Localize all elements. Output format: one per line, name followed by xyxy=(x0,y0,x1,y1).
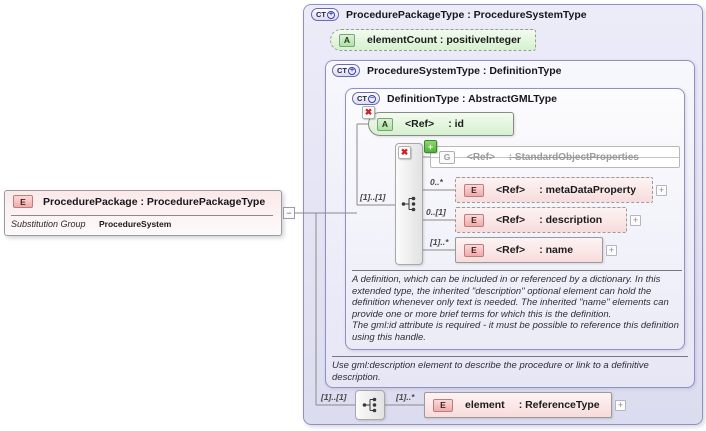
attribute-id[interactable]: A <Ref> : id xyxy=(368,112,514,136)
cardinality-label: [1]..* xyxy=(430,237,449,247)
definition-type-header: CT− DefinitionType : AbstractGMLType xyxy=(352,92,557,105)
element-name: : description xyxy=(539,214,603,226)
complex-type-badge: CT+ xyxy=(311,8,339,21)
sequence-icon xyxy=(401,196,416,212)
expand-state-icon: + xyxy=(327,10,335,19)
element-ref: <Ref> xyxy=(496,214,526,226)
element-label: element xyxy=(465,399,505,411)
substitution-group-label: Substitution Group xyxy=(11,219,86,229)
sequence-indicator[interactable] xyxy=(355,390,385,420)
expand-icon[interactable]: + xyxy=(630,215,641,226)
expand-state-icon: + xyxy=(348,66,356,75)
group-standard-object-properties[interactable]: G <Ref> : StandardObjectProperties xyxy=(430,146,680,168)
element-description[interactable]: E <Ref> : description xyxy=(455,207,627,233)
sequence-cardinality: [1]..[1] xyxy=(321,392,347,402)
sequence-indicator[interactable] xyxy=(395,143,423,265)
expand-icon[interactable]: + xyxy=(656,185,667,196)
complex-type-badge: CT+ xyxy=(332,64,360,77)
cardinality-label: 0..[1] xyxy=(426,207,446,217)
procedure-package-type-header: CT+ ProcedurePackageType : ProcedureSyst… xyxy=(311,8,587,21)
group-badge: G xyxy=(439,150,455,164)
collapse-button[interactable]: − xyxy=(283,207,295,219)
group-name: : StandardObjectProperties xyxy=(508,151,639,163)
element-badge: E xyxy=(464,243,484,257)
element-name: : metaDataProperty xyxy=(539,184,637,196)
procedure-package-element[interactable]: E ProcedurePackage : ProcedurePackageTyp… xyxy=(4,190,282,236)
attribute-name: : id xyxy=(448,118,464,130)
element-ref: <Ref> xyxy=(496,184,526,196)
element-title: ProcedurePackage : ProcedurePackageType xyxy=(43,195,266,208)
procedure-system-type-annotation: Use gml:description element to describe … xyxy=(332,356,688,383)
element-name: : name xyxy=(539,244,574,256)
element-name-node[interactable]: E <Ref> : name xyxy=(455,237,603,263)
definition-type-annotation: A definition, which can be included in o… xyxy=(352,270,682,343)
collapse-state-icon: − xyxy=(368,94,376,103)
red-x-icon: ✖ xyxy=(398,146,411,159)
attribute-label: elementCount : positiveInteger xyxy=(367,34,522,46)
element-type: : ReferenceType xyxy=(518,399,600,411)
inherited-plus-icon: + xyxy=(424,140,437,153)
attribute-badge: A xyxy=(339,33,355,47)
element-badge: E xyxy=(433,398,453,412)
element-badge: E xyxy=(13,195,33,208)
attribute-badge: A xyxy=(377,117,393,131)
procedure-system-type-header: CT+ ProcedureSystemType : DefinitionType xyxy=(332,64,562,77)
element-badge: E xyxy=(464,213,484,227)
red-x-icon: ✖ xyxy=(362,106,375,119)
element-meta-data-property[interactable]: E <Ref> : metaDataProperty xyxy=(455,177,653,203)
element-badge: E xyxy=(464,183,484,197)
element-reference-type[interactable]: E element : ReferenceType xyxy=(424,392,612,418)
attribute-element-count[interactable]: A elementCount : positiveInteger xyxy=(330,29,536,51)
element-ref: <Ref> xyxy=(496,244,526,256)
complex-type-badge: CT− xyxy=(352,92,380,105)
type-title: ProcedureSystemType : DefinitionType xyxy=(367,64,562,77)
divider xyxy=(11,215,273,216)
expand-icon[interactable]: + xyxy=(606,245,617,256)
sequence-icon xyxy=(362,397,377,413)
attribute-ref: <Ref> xyxy=(405,118,435,130)
substitution-group-value: ProcedureSystem xyxy=(99,219,172,229)
cardinality-label: [1]..* xyxy=(396,392,415,402)
expand-icon[interactable]: + xyxy=(615,400,626,411)
group-ref: <Ref> xyxy=(467,151,495,163)
type-title: DefinitionType : AbstractGMLType xyxy=(387,92,557,105)
cardinality-label: 0..* xyxy=(430,177,443,187)
type-title: ProcedurePackageType : ProcedureSystemTy… xyxy=(346,8,587,21)
sequence-cardinality: [1]..[1] xyxy=(360,192,386,202)
